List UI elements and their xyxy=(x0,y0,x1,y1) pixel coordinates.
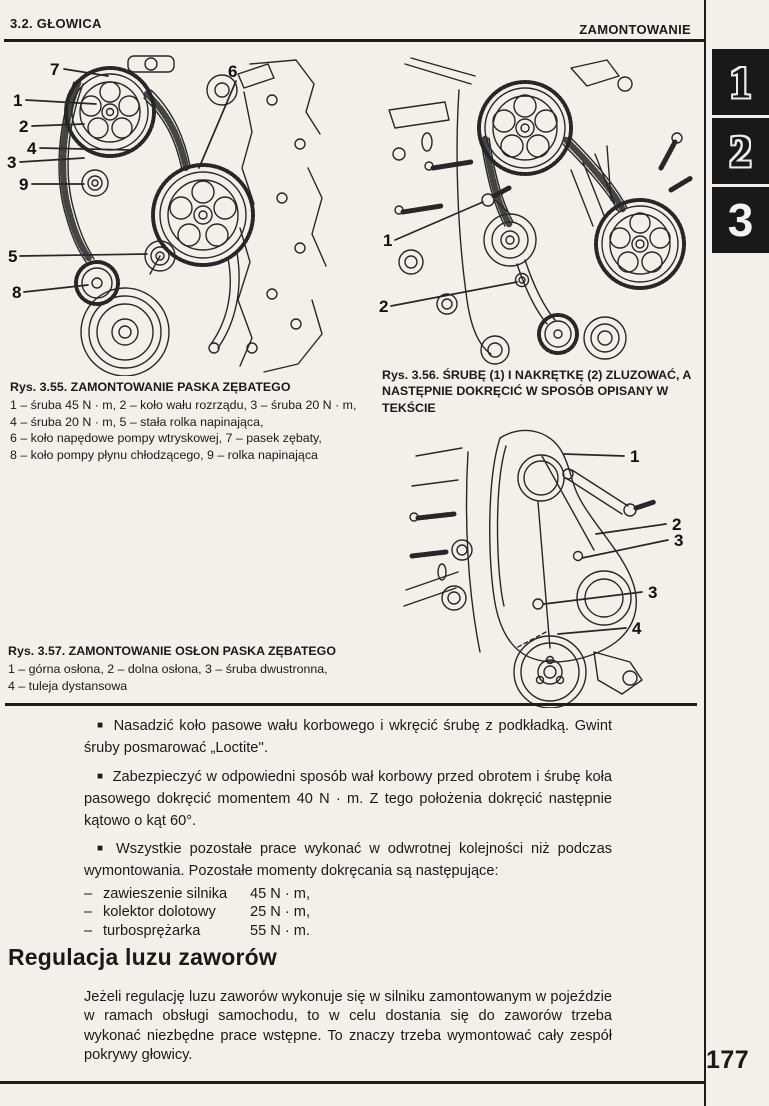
caption-356-label: Rys. 3.56. xyxy=(382,368,440,382)
bullet-paragraph: ■Zabezpieczyć w odpowiedni sposób wał ko… xyxy=(84,768,612,829)
injection-pump-sprocket xyxy=(594,198,686,290)
callout-number: 5 xyxy=(8,247,17,266)
callout-number: 2 xyxy=(19,117,28,136)
header-rule xyxy=(4,39,704,42)
mid-rule xyxy=(5,703,697,706)
camshaft-sprocket xyxy=(477,80,573,176)
side-tab-1: 1 xyxy=(712,49,769,115)
target-fasteners xyxy=(481,185,530,288)
callout-number: 2 xyxy=(379,297,388,316)
caption-355-line: 6 – koło napędowe pompy wtryskowej, 7 – … xyxy=(10,431,322,446)
bullet-marker: ■ xyxy=(97,843,107,855)
section-paragraph: Jeżeli regulację luzu zaworów wykonuje s… xyxy=(84,989,612,1064)
vertical-rule xyxy=(704,0,706,1106)
torque-label: turbosprężarka xyxy=(103,923,201,940)
callout-number: 7 xyxy=(50,60,59,79)
section-heading: Regulacja luzu zaworów xyxy=(8,944,277,970)
tensioner-pulley xyxy=(483,199,537,267)
callout-number: 4 xyxy=(27,139,37,158)
dash-marker: – xyxy=(84,923,93,940)
engine-block-outline xyxy=(388,57,694,355)
side-tab-3-label: 3 xyxy=(727,194,754,246)
caption-356-title: Rys. 3.56. ŚRUBĘ (1) I NAKRĘTKĘ (2) ZLUZ… xyxy=(382,368,691,415)
caption-355-title: Rys. 3.55. ZAMONTOWANIE PASKA ZĘBATEGO xyxy=(10,380,291,394)
caption-357-line: 4 – tuleja dystansowa xyxy=(8,678,128,693)
figure-356-bolt-nut-diagram: 1 2 xyxy=(379,57,694,365)
callout-number: 4 xyxy=(632,619,642,638)
torque-value: 25 N · m, xyxy=(250,904,311,921)
caption-357-label: Rys. 3.57. xyxy=(8,644,66,658)
tensioner-roller xyxy=(81,169,176,275)
timing-belt-cover xyxy=(489,429,637,663)
bullet-marker: ■ xyxy=(97,770,104,782)
dash-marker: – xyxy=(84,885,93,902)
torque-row: – zawieszenie silnika 45 N · m, xyxy=(84,885,612,904)
page-number: 177 xyxy=(706,1046,750,1074)
figure-357-belt-covers-diagram: 1 2 3 3 4 xyxy=(403,429,683,708)
engine-block-outline xyxy=(127,55,327,373)
side-tab-2: 2 xyxy=(712,118,769,184)
figure-355-callouts: 7 6 1 2 4 3 9 5 8 xyxy=(7,60,237,302)
callout-number: 1 xyxy=(383,231,392,250)
caption-355-label: Rys. 3.55. xyxy=(10,380,68,394)
callout-number: 8 xyxy=(12,283,21,302)
callout-number: 2 xyxy=(672,515,681,534)
callout-number: 6 xyxy=(228,62,237,81)
footer-rule xyxy=(0,1081,704,1084)
callout-number: 1 xyxy=(13,91,22,110)
bullet-paragraph: ■Wszystkie pozostałe prace wykonać w odw… xyxy=(84,841,612,880)
dash-marker: – xyxy=(84,904,93,921)
torque-row: – kolektor dolotowy 25 N · m, xyxy=(84,903,612,922)
procedure-text: ■Nasadzić koło pasowe wału korbowego i w… xyxy=(84,716,612,941)
bullet-marker: ■ xyxy=(97,720,105,731)
caption-355: Rys. 3.55. ZAMONTOWANIE PASKA ZĘBATEGO 1… xyxy=(10,379,382,463)
bracket-and-fasteners xyxy=(532,468,657,695)
timing-belt xyxy=(480,135,628,325)
figure-355-timing-belt-diagram: 7 6 1 2 4 3 9 5 8 xyxy=(7,55,327,376)
side-tab-2-label: 2 xyxy=(729,126,752,176)
torque-label: kolektor dolotowy xyxy=(103,904,216,921)
side-tab-1-label: 1 xyxy=(729,57,752,107)
callout-number: 3 xyxy=(7,153,16,172)
bullet-paragraph: ■Nasadzić koło pasowe wału korbowego i w… xyxy=(84,718,612,757)
caption-355-line: 4 – śruba 20 N · m, 5 – stała rolka napi… xyxy=(10,414,264,429)
bottom-pulleys xyxy=(480,313,627,365)
caption-357-title: Rys. 3.57. ZAMONTOWANIE OSŁON PASKA ZĘBA… xyxy=(8,644,336,658)
crankshaft-pulley xyxy=(513,635,587,708)
caption-355-line: 8 – koło pompy płynu chłodzącego, 9 – ro… xyxy=(10,447,318,462)
header-chapter-title: ZAMONTOWANIE xyxy=(579,22,691,37)
crankshaft-pulley xyxy=(80,287,170,376)
side-tab-3: 3 xyxy=(712,187,769,253)
torque-label: zawieszenie silnika xyxy=(103,885,228,902)
callout-number: 3 xyxy=(648,583,657,602)
caption-357: Rys. 3.57. ZAMONTOWANIE OSŁON PASKA ZĘBA… xyxy=(8,643,380,694)
torque-row: – turbosprężarka 55 N · m. xyxy=(84,922,612,941)
callout-number: 9 xyxy=(19,175,28,194)
callout-number: 3 xyxy=(674,531,683,550)
header-section-title: 3.2. GŁOWICA xyxy=(10,16,102,31)
timing-belt xyxy=(58,79,240,349)
engine-block-outline xyxy=(403,447,481,653)
caption-355-line: 1 – śruba 45 N · m, 2 – koło wału rozrzą… xyxy=(10,398,357,413)
caption-357-line: 1 – górna osłona, 2 – dolna osłona, 3 – … xyxy=(8,662,328,677)
torque-value: 45 N · m, xyxy=(250,885,311,902)
caption-356: Rys. 3.56. ŚRUBĘ (1) I NAKRĘTKĘ (2) ZLUZ… xyxy=(382,367,696,418)
figure-357-callouts: 1 2 3 3 4 xyxy=(543,447,683,638)
torque-list: – zawieszenie silnika 45 N · m, – kolekt… xyxy=(84,885,612,941)
figure-356-callouts: 1 2 xyxy=(379,201,518,316)
callout-number: 1 xyxy=(630,447,639,466)
injection-pump-sprocket xyxy=(151,163,255,267)
torque-value: 55 N · m. xyxy=(250,923,311,940)
